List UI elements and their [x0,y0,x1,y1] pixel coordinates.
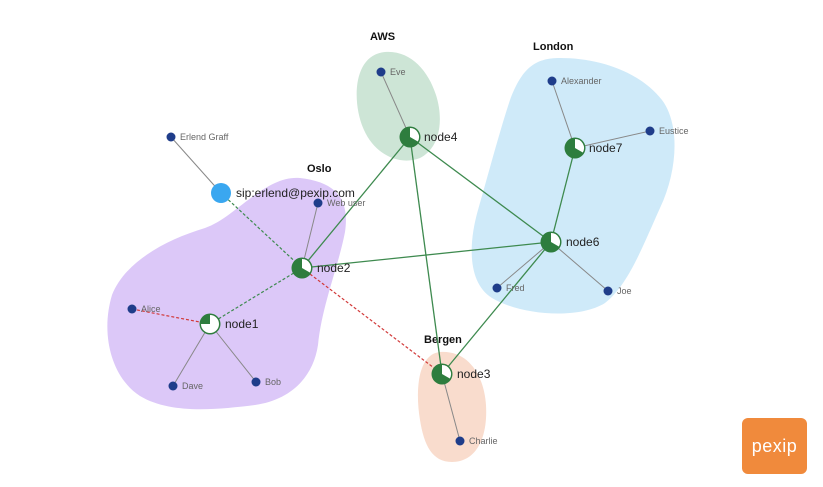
user-label-bob: Bob [265,377,281,387]
link-node2-node4 [301,136,411,269]
node-node2[interactable] [291,257,313,279]
node-node6[interactable] [540,231,562,253]
link-node2-node3 [301,267,443,375]
user-label-erlend-graff: Erlend Graff [180,132,229,142]
user-dot-eve[interactable] [376,67,386,77]
node-label-node1: node1 [225,317,259,331]
link-eustice-node7 [574,130,651,149]
link-joe-node6 [550,241,609,292]
region-label-oslo: Oslo [307,163,332,175]
link-alexander-node7 [551,80,576,149]
user-dot-alexander[interactable] [547,76,557,86]
link-fred-node6 [496,241,552,289]
node-label-node6: node6 [566,235,600,249]
link-webuser-node2 [301,202,319,269]
user-dot-erlend-graff[interactable] [166,132,176,142]
user-label-alice: Alice [141,304,161,314]
user-dot-bob[interactable] [251,377,261,387]
link-dave-node1 [172,323,211,387]
region-label-london: London [533,41,574,53]
user-label-dave: Dave [182,381,203,391]
region-london [471,58,675,314]
user-label-charlie: Charlie [469,436,498,446]
region-label-bergen: Bergen [424,334,462,346]
region-oslo [107,177,346,410]
user-dot-web-user[interactable] [313,198,323,208]
user-dot-alice[interactable] [127,304,137,314]
node-label-node4: node4 [424,130,458,144]
user-label-alexander: Alexander [561,76,602,86]
link-erlend-sip [170,136,222,194]
user-dot-fred[interactable] [492,283,502,293]
link-node1-node2 [209,267,303,325]
link-node6-node7 [550,147,576,243]
link-bob-node1 [209,323,257,383]
node-node3[interactable] [431,363,453,385]
link-sip-node2 [220,192,303,269]
node-node4[interactable] [399,126,421,148]
pexip-logo: pexip [742,418,807,474]
user-label-joe: Joe [617,286,632,296]
user-dot-charlie[interactable] [455,436,465,446]
region-label-aws: AWS [370,31,395,43]
link-charlie-node3 [441,373,461,442]
user-dot-dave[interactable] [168,381,178,391]
node-label-node2: node2 [317,261,351,275]
link-alice-node1 [131,308,211,325]
user-label-fred: Fred [506,283,525,293]
node-label-node7: node7 [589,141,623,155]
node-label-node3: node3 [457,367,491,381]
sip-endpoint-label: sip:erlend@pexip.com [236,186,355,200]
user-dot-eustice[interactable] [645,126,655,136]
user-dot-joe[interactable] [603,286,613,296]
user-label-eve: Eve [390,67,406,77]
user-label-web-user: Web user [327,198,365,208]
sip-endpoint-dot[interactable] [211,183,231,203]
link-node4-node6 [409,136,552,243]
node-node7[interactable] [564,137,586,159]
link-node4-node3 [409,136,443,375]
link-eve-node4 [380,71,411,138]
user-label-eustice: Eustice [659,126,689,136]
node-node1[interactable] [199,313,221,335]
link-node6-node3 [441,241,552,375]
